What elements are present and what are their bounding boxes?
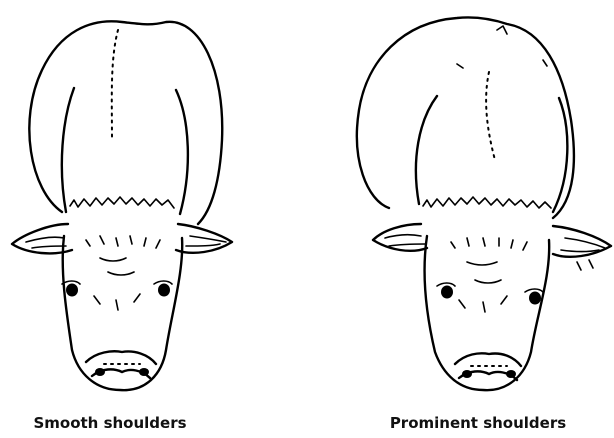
caption-smooth-shoulders: Smooth shoulders [20, 414, 200, 432]
caption-prominent-shoulders: Prominent shoulders [373, 414, 583, 432]
figure-prominent-shoulders: Prominent shoulders [307, 0, 614, 438]
cow-illustration-smooth-shoulders [0, 0, 307, 405]
cow-illustration-prominent-shoulders [307, 0, 614, 405]
figure-smooth-shoulders: Smooth shoulders [0, 0, 307, 438]
